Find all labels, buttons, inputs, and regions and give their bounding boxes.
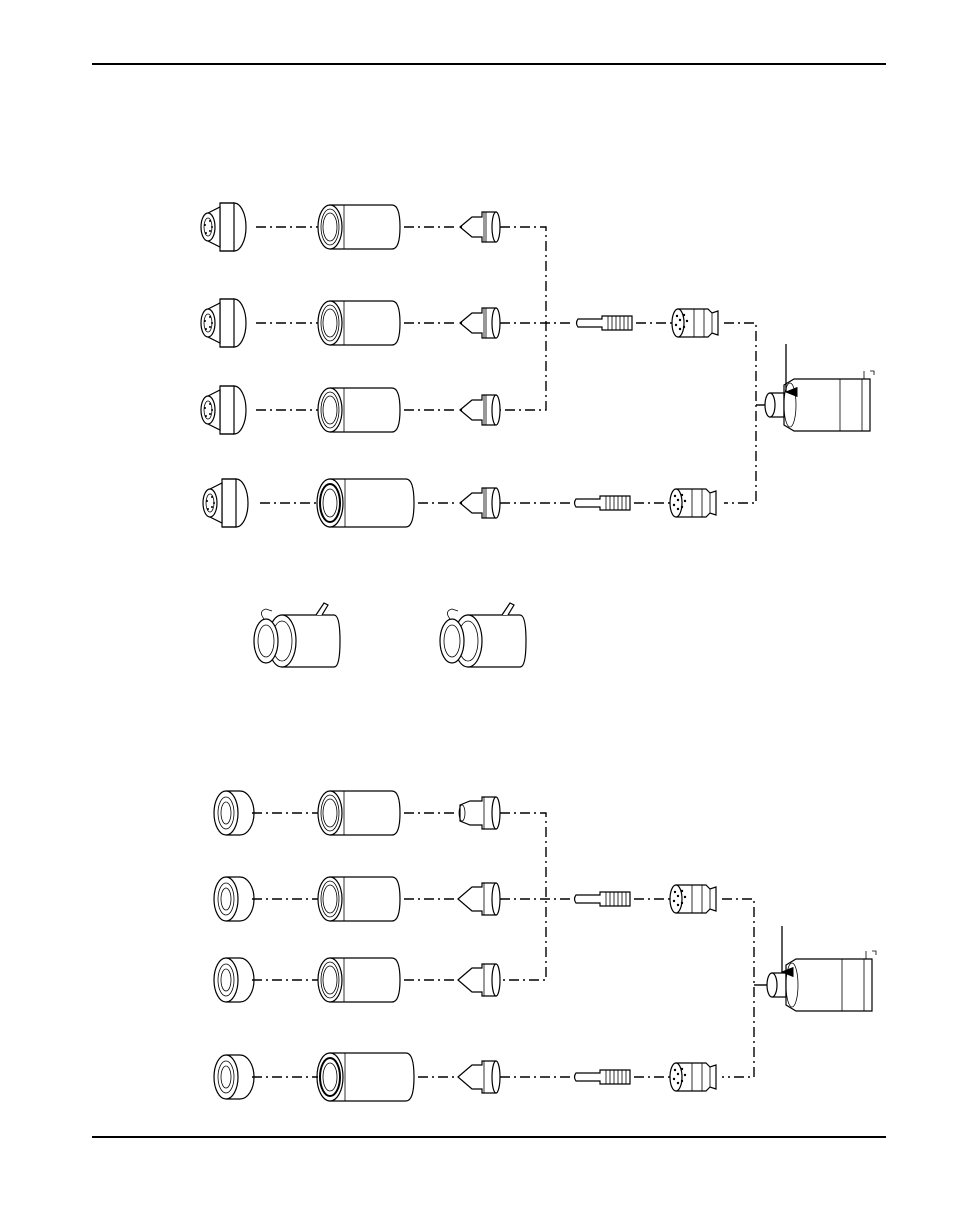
shield-part bbox=[200, 385, 247, 435]
deflector-part bbox=[213, 957, 255, 1003]
nozzle-part bbox=[459, 487, 501, 519]
retaining-cap-part bbox=[317, 204, 401, 250]
deflector-part bbox=[213, 790, 255, 836]
swirl-ring-part bbox=[669, 884, 717, 914]
retaining-cap-part bbox=[317, 300, 401, 346]
swirl-ring-part bbox=[669, 488, 717, 518]
electrode-part bbox=[573, 1069, 631, 1085]
retaining-cap-part bbox=[317, 387, 401, 433]
ohmic-cap-part bbox=[439, 602, 527, 668]
nozzle-part bbox=[459, 211, 501, 243]
shield-part bbox=[202, 478, 249, 528]
retaining-cap-part bbox=[317, 957, 401, 1003]
shield-part bbox=[200, 202, 247, 252]
torch-body-part bbox=[766, 950, 877, 1012]
electrode-part bbox=[573, 891, 631, 907]
nozzle-part bbox=[457, 963, 501, 997]
nozzle-part bbox=[457, 1060, 501, 1094]
retaining-cap-heavy-part bbox=[316, 478, 415, 528]
swirl-ring-part bbox=[671, 308, 719, 338]
shield-part bbox=[200, 298, 247, 348]
nozzle-part bbox=[458, 796, 501, 830]
upper-consumables-group bbox=[200, 202, 875, 528]
deflector-part bbox=[213, 1054, 255, 1100]
nozzle-part bbox=[459, 307, 501, 339]
nozzle-part bbox=[457, 882, 501, 916]
electrode-part bbox=[575, 315, 633, 331]
retaining-cap-heavy-part bbox=[316, 1052, 415, 1102]
nozzle-part bbox=[459, 394, 501, 426]
electrode-part bbox=[573, 495, 631, 511]
retaining-cap-part bbox=[317, 790, 401, 836]
ohmic-cap-part bbox=[253, 602, 341, 668]
torch-body-part bbox=[764, 370, 875, 432]
lower-consumables-group bbox=[213, 790, 877, 1102]
deflector-part bbox=[213, 876, 255, 922]
caps-group bbox=[253, 602, 527, 668]
swirl-ring-part bbox=[669, 1062, 717, 1092]
retaining-cap-part bbox=[317, 876, 401, 922]
